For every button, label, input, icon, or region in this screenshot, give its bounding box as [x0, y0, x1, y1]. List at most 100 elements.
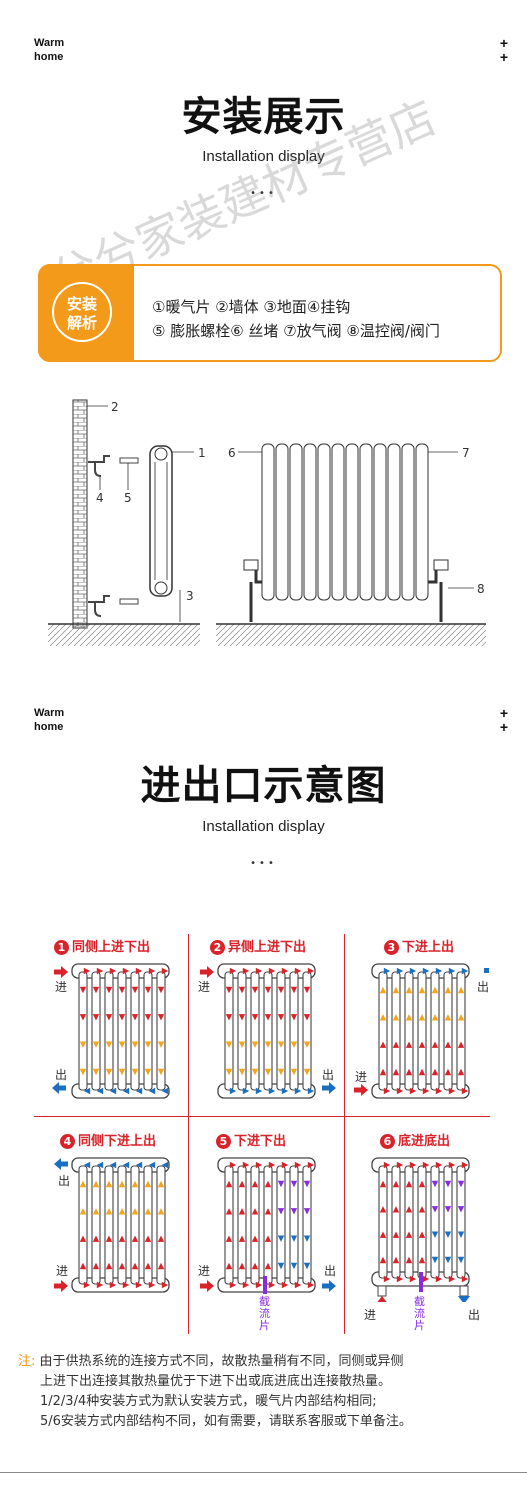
flow-arrow	[294, 1087, 302, 1095]
note-line4: 5/6安装方式内部结构不同，如有需要，请联系客服或下单备注。	[40, 1414, 412, 1429]
radiator-column	[456, 1165, 466, 1279]
radiator-column	[156, 1165, 166, 1285]
radiator-column	[391, 971, 401, 1091]
flow-arrow	[435, 1275, 443, 1283]
flow-arrow	[242, 967, 250, 975]
flow-arrow	[379, 1068, 387, 1076]
method-5-diagram	[200, 1157, 336, 1294]
radiator-column	[443, 971, 453, 1091]
flow-arrow	[431, 1206, 439, 1213]
callout-4: 4	[96, 491, 104, 505]
flow-arrow	[303, 1180, 311, 1188]
method-5-out-label: 出	[324, 1264, 337, 1278]
method-2-diagram	[200, 963, 336, 1099]
brand-mark: Warm home	[34, 706, 64, 734]
flow-arrow	[96, 1281, 104, 1289]
flow-arrow	[431, 1231, 439, 1238]
flow-arrow	[418, 1231, 426, 1238]
flow-arrow	[383, 1087, 391, 1095]
flow-arrow	[290, 986, 298, 994]
flow-arrow	[461, 1161, 469, 1169]
callout-1: 1	[198, 446, 206, 460]
flow-arrow	[409, 1275, 417, 1283]
flow-arrow	[118, 1041, 126, 1048]
flow-arrow	[379, 1041, 387, 1048]
flow-arrow	[83, 1087, 91, 1095]
flow-arrow	[405, 1231, 413, 1238]
flow-arrow	[448, 1161, 456, 1169]
flow-arrow	[122, 1161, 130, 1169]
flow-arrow	[105, 1068, 113, 1076]
flow-arrow	[225, 1235, 233, 1242]
flow-arrow	[144, 1041, 152, 1048]
flow-arrow	[105, 1041, 113, 1048]
method-3-in-label: 进	[355, 1070, 368, 1084]
flow-arrow	[435, 1161, 443, 1169]
flow-arrow	[144, 1068, 152, 1076]
inlet-up-arrow	[377, 1296, 387, 1302]
flow-arrow	[422, 1087, 430, 1095]
flow-arrow	[290, 1208, 298, 1215]
flow-arrow	[161, 1087, 169, 1095]
flow-arrow	[225, 1041, 233, 1048]
callout-5: 5	[124, 491, 132, 505]
inlet-pipe	[377, 1285, 387, 1297]
radiator-column	[237, 1165, 247, 1285]
flow-arrow	[264, 1041, 272, 1048]
flow-arrow	[303, 1041, 311, 1048]
legend-line2: ⑤ 膨胀螺栓⑥ 丝堵 ⑦放气阀 ⑧温控阀/阀门	[152, 322, 440, 340]
radiator-column	[417, 971, 427, 1091]
flow-arrow	[396, 967, 404, 975]
port-arrow	[354, 1084, 368, 1096]
flow-arrow	[418, 986, 426, 994]
flow-arrow	[109, 967, 117, 975]
flow-arrow	[264, 1235, 272, 1242]
flow-arrow	[225, 1262, 233, 1270]
method-2-in-label: 进	[198, 980, 211, 994]
outlet-marker	[484, 968, 489, 973]
method-4-out-label: 出	[58, 1174, 71, 1188]
flow-arrow	[268, 1161, 276, 1169]
flow-arrow	[131, 1068, 139, 1076]
bolt-lower	[119, 598, 139, 605]
flow-arrow	[92, 1262, 100, 1270]
flow-arrow	[105, 986, 113, 994]
radiator-column	[276, 1165, 286, 1285]
radiator-column	[224, 971, 234, 1091]
flow-arrow	[277, 986, 285, 994]
flow-arrow	[461, 1087, 469, 1095]
flow-arrow	[418, 1256, 426, 1264]
flow-arrow	[405, 1180, 413, 1188]
flow-arrow	[448, 1275, 456, 1283]
method-6-diagram	[371, 1157, 470, 1302]
radiator-column	[78, 1165, 88, 1285]
flow-arrow	[109, 1281, 117, 1289]
port-arrow-head	[54, 1158, 61, 1170]
port-arrow-shaft	[354, 1087, 362, 1093]
flow-arrow	[92, 1014, 100, 1021]
flow-arrow	[307, 1087, 315, 1095]
port-arrow	[200, 1280, 214, 1292]
flow-arrow	[238, 1235, 246, 1242]
method-2-out-label: 出	[322, 1068, 335, 1082]
flow-arrow	[444, 1041, 452, 1048]
brand-line2: home	[34, 721, 64, 733]
port-arrow-shaft	[322, 1085, 330, 1091]
flow-arrow	[418, 1068, 426, 1076]
radiator-column	[250, 1165, 260, 1285]
method-1-out-label: 出	[55, 1068, 68, 1082]
flow-arrow	[405, 1206, 413, 1213]
flow-arrow	[418, 1180, 426, 1188]
section-subtitle-ports: Installation display	[202, 818, 325, 835]
flow-arrow	[92, 986, 100, 994]
flow-arrow	[157, 1068, 165, 1076]
flow-arrow	[118, 1068, 126, 1076]
flow-arrow	[448, 1087, 456, 1095]
flow-arrow	[294, 1281, 302, 1289]
flow-arrow	[79, 1180, 87, 1188]
radiator-column	[443, 1165, 453, 1279]
hook-upper	[88, 455, 110, 477]
brand-line2: home	[34, 51, 64, 63]
flow-arrow	[444, 1206, 452, 1213]
